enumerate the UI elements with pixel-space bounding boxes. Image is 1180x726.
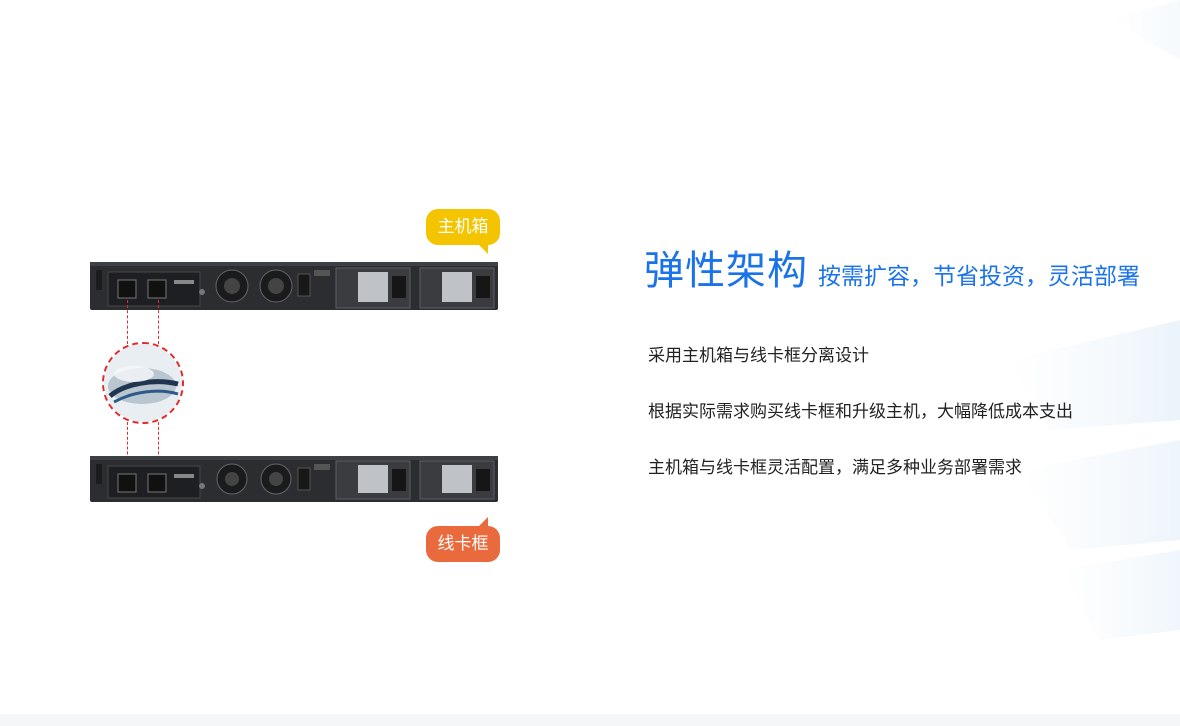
line-card-frame-device: [90, 456, 498, 502]
connector-line-left-bottom: [127, 422, 128, 474]
power-socket-icon: [335, 267, 495, 309]
headline: 弹性架构按需扩容，节省投资，灵活部署: [644, 238, 1140, 296]
cable-zoom-circle: [102, 342, 184, 424]
headline-subtitle: 按需扩容，节省投资，灵活部署: [818, 264, 1140, 290]
connector-line-right-top: [158, 300, 159, 344]
feature-points: 采用主机箱与线卡框分离设计 根据实际需求购买线卡框和升级主机，大幅降低成本支出 …: [648, 342, 1073, 510]
line-card-frame-callout: 线卡框: [426, 517, 500, 562]
main-chassis-device: [90, 262, 498, 310]
connector-line-left-top: [127, 300, 128, 344]
connector-line-right-bottom: [158, 422, 159, 474]
fan-icon: [216, 463, 292, 495]
feature-point: 根据实际需求购买线卡框和升级主机，大幅降低成本支出: [648, 402, 1073, 422]
main-chassis-label: 主机箱: [437, 217, 489, 237]
headline-title: 弹性架构: [644, 248, 808, 294]
fan-icon: [215, 269, 293, 303]
line-card-frame-label: 线卡框: [437, 534, 489, 554]
sfp-port-icon: [117, 473, 167, 493]
power-socket-icon: [335, 460, 495, 500]
sfp-port-icon: [117, 279, 167, 299]
feature-point: 主机箱与线卡框灵活配置，满足多种业务部署需求: [648, 458, 1022, 478]
feature-point: 采用主机箱与线卡框分离设计: [648, 346, 869, 366]
main-chassis-callout: 主机箱: [426, 209, 500, 254]
